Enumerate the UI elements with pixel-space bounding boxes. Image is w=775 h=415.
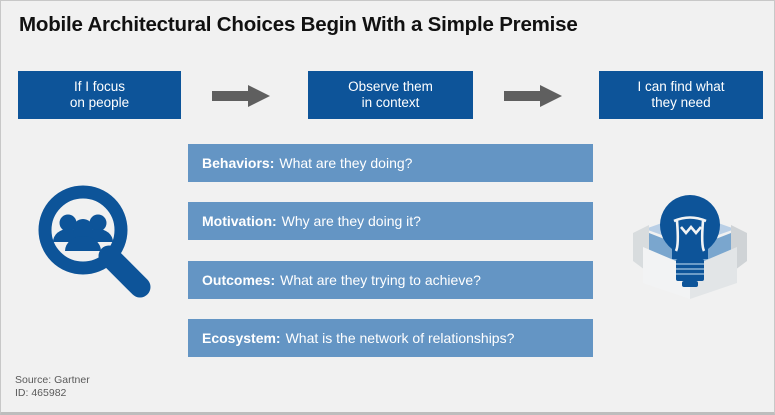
question-term: Ecosystem: — [202, 330, 281, 346]
flow-step-2-line2: in context — [361, 95, 420, 110]
question-term: Behaviors: — [202, 155, 275, 171]
flow-step-3-line2: they need — [651, 95, 711, 110]
flow-step-3-line1: I can find what — [637, 78, 725, 94]
question-term: Outcomes: — [202, 272, 276, 288]
flow-step-3[interactable]: I can find what they need — [599, 71, 763, 119]
right-arrow-icon — [504, 85, 562, 107]
footer-source: Source: Gartner — [15, 374, 90, 386]
question-bar-outcomes[interactable]: Outcomes: What are they trying to achiev… — [188, 261, 593, 299]
lightbulb-in-box-icon — [633, 195, 747, 299]
question-bar-ecosystem[interactable]: Ecosystem: What is the network of relati… — [188, 319, 593, 357]
question-text: What is the network of relationships? — [285, 330, 515, 346]
flow-step-1[interactable]: If I focus on people — [18, 71, 181, 119]
flow-step-2-line1: Observe them — [348, 78, 433, 94]
question-bar-motivation[interactable]: Motivation: Why are they doing it? — [188, 202, 593, 240]
question-text: What are they trying to achieve? — [280, 272, 481, 288]
question-text: What are they doing? — [279, 155, 413, 171]
footer: Source: Gartner ID: 465982 — [15, 374, 90, 400]
flow-step-2[interactable]: Observe them in context — [308, 71, 473, 119]
question-term: Motivation: — [202, 213, 277, 229]
right-arrow-icon — [212, 85, 270, 107]
magnifier-people-icon — [38, 185, 151, 298]
footer-id: ID: 465982 — [15, 387, 67, 399]
page-title: Mobile Architectural Choices Begin With … — [19, 13, 578, 36]
flow-step-1-line2: on people — [69, 95, 130, 110]
flow-step-1-line1: If I focus — [73, 78, 126, 94]
question-text: Why are they doing it? — [281, 213, 421, 229]
question-bar-behaviors[interactable]: Behaviors: What are they doing? — [188, 144, 593, 182]
